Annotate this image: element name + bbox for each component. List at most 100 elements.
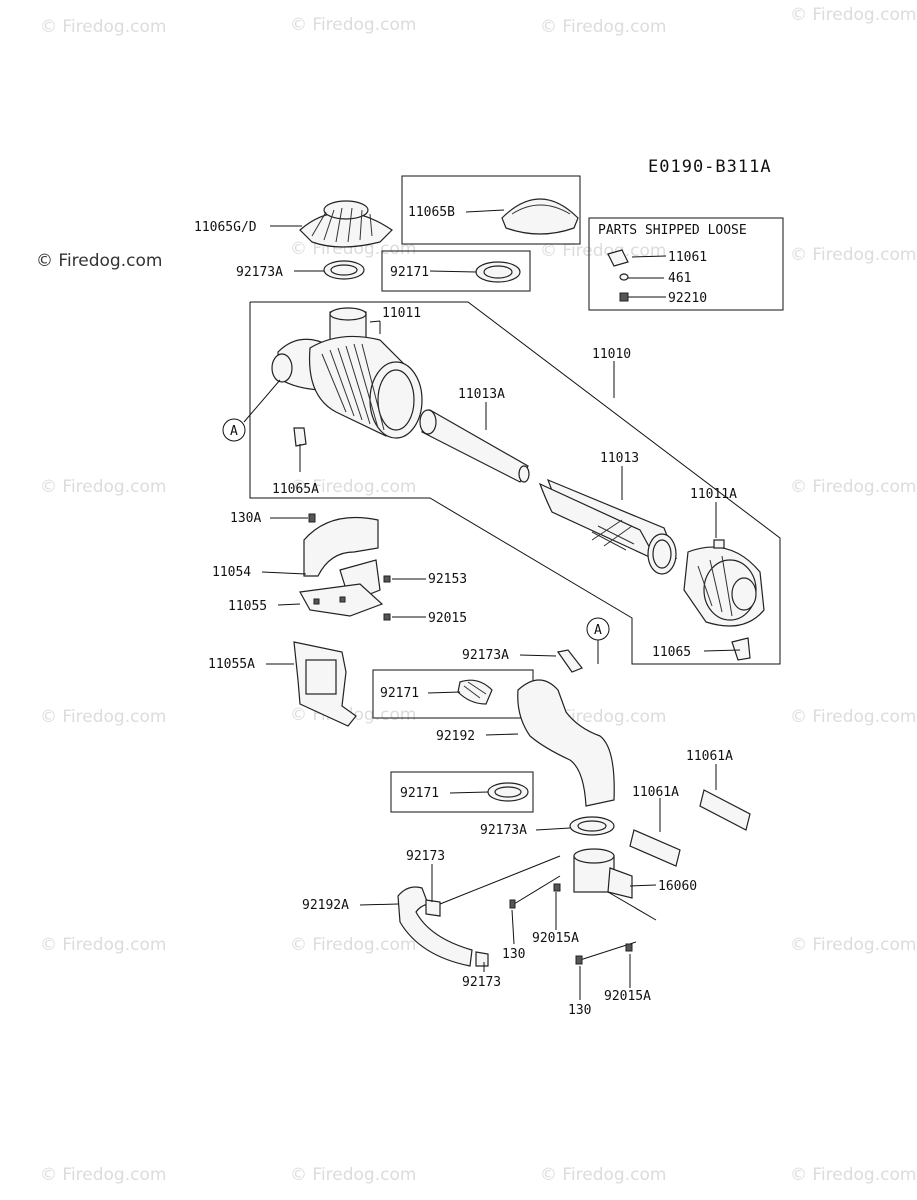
part-label: 11054 bbox=[212, 565, 251, 580]
hose-clamp-part bbox=[569, 816, 615, 836]
part-label: 11065 bbox=[652, 645, 691, 660]
hose-clamp-part bbox=[457, 679, 493, 705]
clamp-box-low bbox=[390, 771, 534, 813]
part-label: 92153 bbox=[428, 572, 467, 587]
dust-cap-part bbox=[501, 198, 579, 235]
diagram-code: E0190-B311A bbox=[648, 157, 772, 177]
clamp-box-top bbox=[381, 250, 531, 292]
gasket-icon bbox=[607, 249, 629, 267]
nut-icon bbox=[553, 883, 561, 892]
watermark: © Firedog.com bbox=[540, 241, 666, 261]
nut-icon bbox=[383, 613, 391, 621]
outer-filter-part bbox=[538, 478, 678, 575]
inner-filter-part bbox=[419, 409, 530, 483]
part-label: 130A bbox=[230, 511, 261, 526]
part-label: 16060 bbox=[658, 879, 697, 894]
bolt-icon bbox=[575, 955, 583, 965]
loose-parts-box bbox=[588, 217, 784, 311]
watermark: © Firedog.com bbox=[290, 15, 416, 35]
precleaner-cap-part bbox=[299, 200, 393, 248]
watermark: © Firedog.com bbox=[290, 935, 416, 955]
bolt-line bbox=[513, 875, 561, 905]
assembly-11010-outline bbox=[249, 301, 781, 665]
part-label: 461 bbox=[668, 271, 691, 286]
cap-box bbox=[401, 175, 581, 245]
part-label: 92173A bbox=[236, 265, 283, 280]
svg-text:A: A bbox=[230, 424, 238, 439]
part-label: 92173A bbox=[462, 648, 509, 663]
loose-parts-title: PARTS SHIPPED LOOSE bbox=[598, 223, 747, 238]
part-label: 92015A bbox=[532, 931, 579, 946]
watermark: © Firedog.com bbox=[40, 477, 166, 497]
part-label: 92210 bbox=[668, 291, 707, 306]
washer-icon bbox=[619, 273, 629, 281]
hose-clamp-part bbox=[487, 782, 529, 802]
part-label: 92173 bbox=[406, 849, 445, 864]
watermark: © Firedog.com bbox=[790, 935, 916, 955]
hose-clamp-part bbox=[425, 899, 441, 917]
part-label: 11065A bbox=[272, 482, 319, 497]
watermark-dark: © Firedog.com bbox=[36, 251, 162, 271]
bolt-icon bbox=[383, 575, 391, 583]
watermark: © Firedog.com bbox=[540, 17, 666, 37]
nut-icon bbox=[619, 292, 629, 302]
bracket-11055a-part bbox=[293, 641, 357, 727]
part-label: 11013 bbox=[600, 451, 639, 466]
bracket-11055-part bbox=[299, 583, 384, 617]
watermark: © Firedog.com bbox=[540, 1165, 666, 1185]
watermark: © Firedog.com bbox=[790, 1165, 916, 1185]
part-label: 11013A bbox=[458, 387, 505, 402]
leader-lines bbox=[243, 209, 741, 1000]
part-label: 11061A bbox=[686, 749, 733, 764]
callout-a-left: A bbox=[222, 418, 246, 442]
watermark: © Firedog.com bbox=[40, 17, 166, 37]
watermark: © Firedog.com bbox=[290, 1165, 416, 1185]
part-label: 92171 bbox=[400, 786, 439, 801]
part-label: 11055 bbox=[228, 599, 267, 614]
air-cleaner-cover-part bbox=[683, 539, 765, 627]
part-label: 92015 bbox=[428, 611, 467, 626]
hose-clamp-part bbox=[475, 261, 521, 283]
watermark: © Firedog.com bbox=[790, 707, 916, 727]
part-label: 92173A bbox=[480, 823, 527, 838]
intake-hose-part bbox=[517, 679, 615, 807]
svg-text:A: A bbox=[594, 623, 602, 638]
air-cleaner-body-part bbox=[271, 307, 423, 447]
part-label: 92173 bbox=[462, 975, 501, 990]
watermark: © Firedog.com bbox=[40, 935, 166, 955]
part-label: 11011A bbox=[690, 487, 737, 502]
part-label: 130 bbox=[502, 947, 525, 962]
part-label: 130 bbox=[568, 1003, 591, 1018]
breather-hose-part bbox=[397, 886, 473, 967]
part-label: 92192 bbox=[436, 729, 475, 744]
watermark: © Firedog.com bbox=[40, 1165, 166, 1185]
part-label: 92015A bbox=[604, 989, 651, 1004]
bolt-icon bbox=[308, 513, 316, 523]
hose-clamp-part bbox=[323, 260, 365, 280]
watermark: © Firedog.com bbox=[290, 477, 416, 497]
intake-pipe-part bbox=[573, 848, 633, 899]
hose-clamp-part bbox=[475, 951, 489, 967]
part-label: 92171 bbox=[380, 686, 419, 701]
part-label: 11010 bbox=[592, 347, 631, 362]
watermark: © Firedog.com bbox=[790, 245, 916, 265]
nut-icon bbox=[625, 943, 633, 952]
part-label: 11011 bbox=[382, 306, 421, 321]
vacuator-valve-part bbox=[731, 637, 751, 661]
watermark: © Firedog.com bbox=[790, 5, 916, 25]
part-label: 11061 bbox=[668, 250, 707, 265]
hose-clamp-part bbox=[556, 649, 583, 673]
watermark: © Firedog.com bbox=[40, 707, 166, 727]
callout-a-mid: A bbox=[586, 617, 610, 641]
part-label: 92171 bbox=[390, 265, 429, 280]
part-label: 11065B bbox=[408, 205, 455, 220]
part-label: 11065G/D bbox=[194, 220, 257, 235]
part-labels: 11065G/D 11065B 92173A 92171 11061 461 9… bbox=[194, 205, 737, 1018]
bolt-icon bbox=[509, 899, 516, 909]
gasket-part bbox=[629, 829, 681, 867]
watermark-layer: © Firedog.com © Firedog.com © Firedog.co… bbox=[40, 5, 916, 1185]
part-label: 11055A bbox=[208, 657, 255, 672]
watermark: © Firedog.com bbox=[790, 477, 916, 497]
gasket-part bbox=[699, 789, 751, 831]
